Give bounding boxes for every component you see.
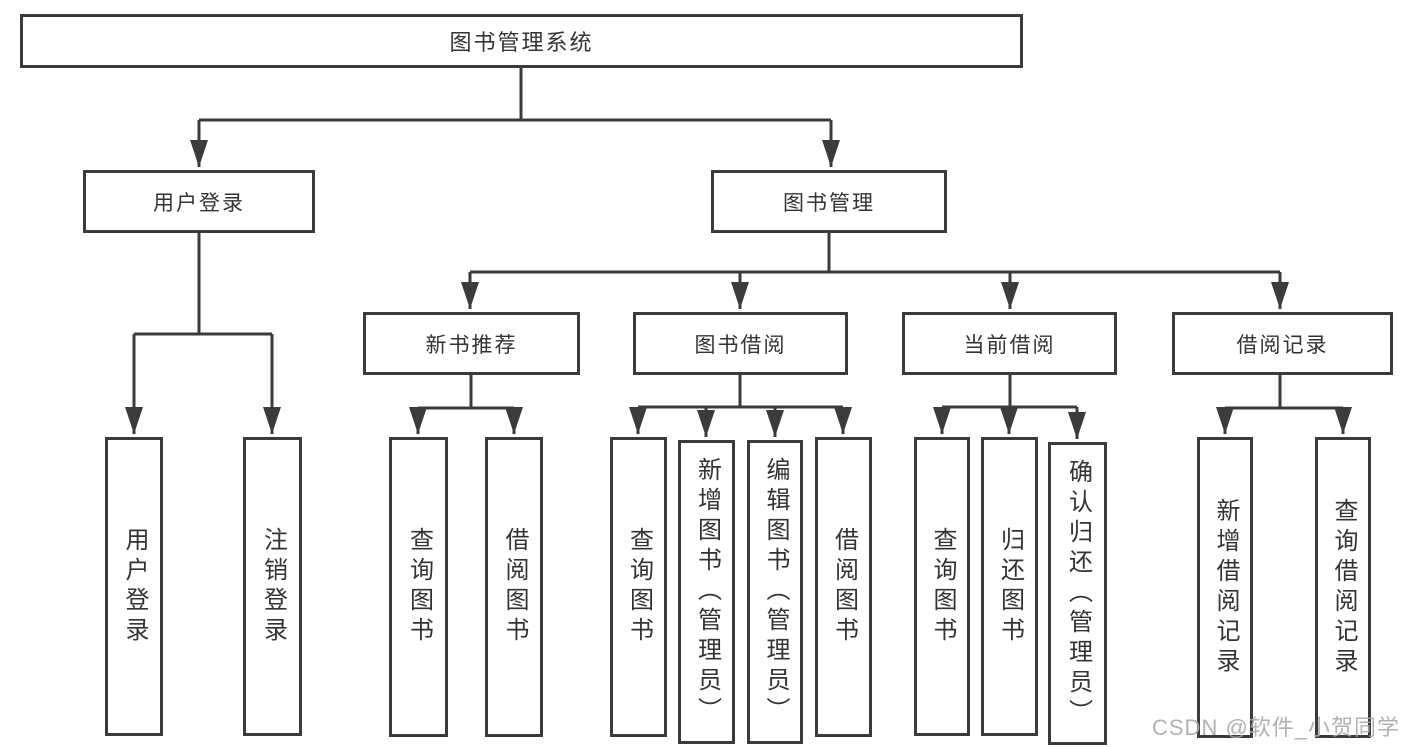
connector-arrows bbox=[125, 120, 1352, 439]
leaf-user-login-label: 用户登录 bbox=[121, 526, 148, 647]
leaf-edit-book-admin: 编辑图书（管理员） bbox=[747, 440, 803, 744]
leaf-query-borrow-record: 查询借阅记录 bbox=[1315, 437, 1371, 738]
leaf-query-book-2: 查询图书 bbox=[610, 437, 667, 737]
leaf-borrow-book-1: 借阅图书 bbox=[485, 437, 543, 737]
leaf-borrow-book-1-label: 借阅图书 bbox=[501, 527, 528, 647]
node-current-borrow: 当前借阅 bbox=[902, 312, 1117, 375]
leaf-add-book-admin: 新增图书（管理员） bbox=[678, 440, 735, 744]
leaf-user-login: 用户登录 bbox=[105, 437, 163, 736]
node-user-login: 用户登录 bbox=[83, 170, 315, 233]
leaf-confirm-return-admin-label: 确认归还（管理员） bbox=[1064, 458, 1092, 729]
leaf-return-book-label: 归还图书 bbox=[996, 526, 1024, 647]
leaf-query-book-1-label: 查询图书 bbox=[405, 527, 433, 647]
leaf-add-borrow-record-label: 新增借阅记录 bbox=[1212, 497, 1239, 678]
leaf-edit-book-admin-label: 编辑图书（管理员） bbox=[762, 457, 789, 727]
leaf-borrow-book-2-label: 借阅图书 bbox=[830, 527, 858, 647]
leaf-query-book-2-label: 查询图书 bbox=[625, 527, 653, 647]
node-borrow-records: 借阅记录 bbox=[1172, 312, 1393, 375]
node-root: 图书管理系统 bbox=[20, 14, 1023, 68]
leaf-add-borrow-record: 新增借阅记录 bbox=[1197, 437, 1253, 738]
leaf-return-book: 归还图书 bbox=[981, 437, 1038, 736]
leaf-query-book-3: 查询图书 bbox=[914, 437, 970, 736]
leaf-query-book-3-label: 查询图书 bbox=[929, 526, 956, 647]
leaf-query-book-1: 查询图书 bbox=[389, 437, 448, 737]
leaf-logout-label: 注销登录 bbox=[259, 526, 287, 647]
leaf-logout: 注销登录 bbox=[243, 437, 302, 736]
watermark: CSDN @软件_小贺同学 bbox=[1152, 715, 1401, 740]
leaf-query-borrow-record-label: 查询借阅记录 bbox=[1330, 497, 1357, 678]
leaf-add-book-admin-label: 新增图书（管理员） bbox=[693, 457, 721, 727]
leaf-confirm-return-admin: 确认归还（管理员） bbox=[1048, 442, 1107, 745]
leaf-borrow-book-2: 借阅图书 bbox=[815, 437, 872, 737]
node-book-management: 图书管理 bbox=[711, 170, 947, 233]
node-new-book-recommend: 新书推荐 bbox=[363, 312, 580, 375]
node-book-borrow: 图书借阅 bbox=[633, 312, 848, 375]
